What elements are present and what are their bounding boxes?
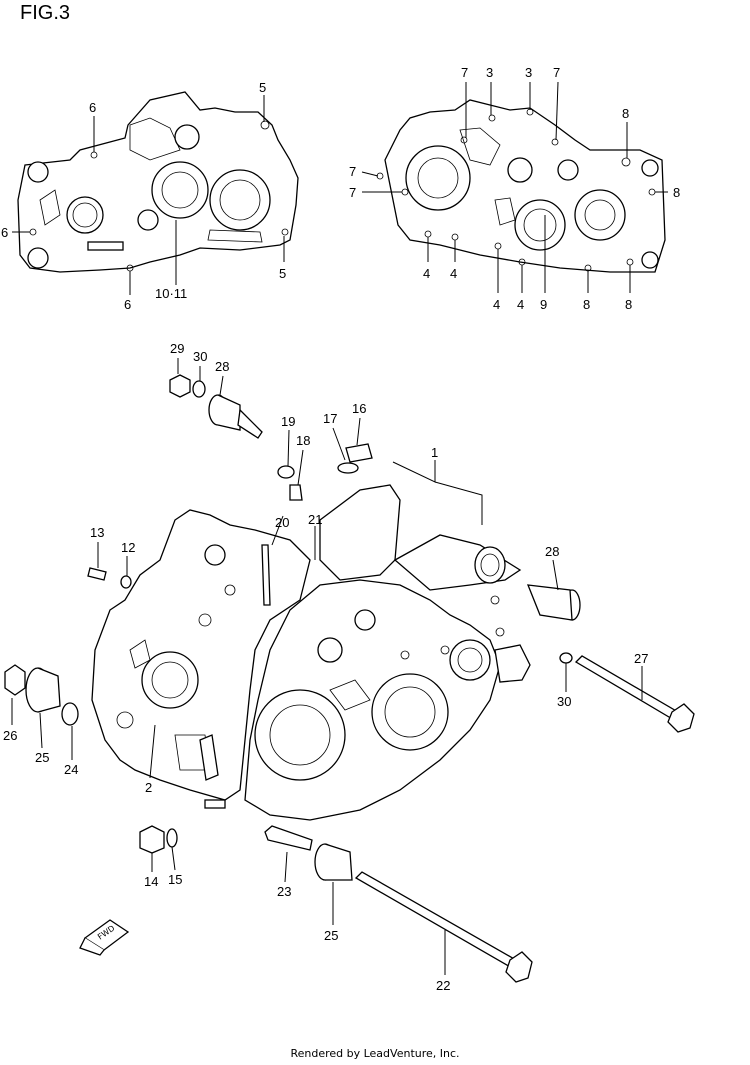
callout-label: 19: [281, 414, 295, 429]
part-19-washer: [277, 465, 295, 479]
callout-label: 4: [517, 297, 524, 312]
callout-label: 29: [170, 341, 184, 356]
callout-label: 7: [349, 185, 356, 200]
part-30-washer-top: [192, 380, 206, 398]
part-24-seal: [61, 702, 79, 726]
callout-label: 3: [486, 65, 493, 80]
figure-title: FIG.3: [20, 2, 71, 24]
left-crankcase-outer-view: [17, 91, 299, 273]
right-crankcase-outer-view: [376, 99, 666, 273]
part-14-drain-bolt: [139, 825, 165, 854]
part-17-gasket: [337, 462, 359, 474]
callout-label: 6: [89, 100, 96, 115]
callout-label: 21: [308, 512, 322, 527]
part-25-bearing-left: [25, 667, 61, 713]
part-27-bolt: [574, 655, 695, 733]
callout-label: 8: [583, 297, 590, 312]
callout-label: 14: [144, 874, 158, 889]
callout-label: 2: [145, 780, 152, 795]
callout-label: 30: [557, 694, 571, 709]
callout-label: 18: [296, 433, 310, 448]
callout-label: 22: [436, 978, 450, 993]
callout-label: 7: [461, 65, 468, 80]
callout-label: 1: [431, 445, 438, 460]
callout-label: 13: [90, 525, 104, 540]
callout-label: 3: [525, 65, 532, 80]
callout-label: 10·11: [155, 286, 187, 301]
callout-label: 5: [279, 266, 286, 281]
callout-label: 28: [545, 544, 559, 559]
callout-label: 23: [277, 884, 291, 899]
fwd-arrow-icon: FWD: [79, 919, 130, 956]
callout-label: 9: [540, 297, 547, 312]
callout-label: 7: [553, 65, 560, 80]
callout-label: 6: [124, 297, 131, 312]
part-28-bearing-right: [526, 584, 581, 621]
callout-label: 6: [1, 225, 8, 240]
part-25-bearing-bottom: [314, 843, 353, 881]
callout-label: 12: [121, 540, 135, 555]
callout-label: 15: [168, 872, 182, 887]
callout-label: 8: [673, 185, 680, 200]
callout-label: 8: [625, 297, 632, 312]
callout-label: 7: [349, 164, 356, 179]
callout-label: 28: [215, 359, 229, 374]
callout-label: 8: [622, 106, 629, 121]
callout-label: 20: [275, 515, 289, 530]
callout-label: 16: [352, 401, 366, 416]
part-26-cap: [4, 664, 26, 696]
part-12-o-ring: [120, 575, 132, 589]
callout-label: 25: [324, 928, 338, 943]
part-28-bearing-top: [208, 394, 263, 439]
crankcase-assembly: [91, 484, 531, 821]
callout-label: 17: [323, 411, 337, 426]
part-16-plug: [345, 443, 373, 463]
callout-label: 4: [493, 297, 500, 312]
part-29-nut: [169, 374, 191, 398]
callout-label: 27: [634, 651, 648, 666]
part-22-long-bolt: [354, 871, 533, 983]
callout-label: 25: [35, 750, 49, 765]
part-13-pin: [87, 567, 107, 581]
callout-label: 26: [3, 728, 17, 743]
part-18-bolt: [289, 484, 303, 501]
callout-label: 4: [423, 266, 430, 281]
callout-label: 5: [259, 80, 266, 95]
part-23-collar: [264, 825, 313, 851]
part-15-washer: [166, 828, 178, 848]
part-30-washer-right: [559, 652, 573, 664]
callout-label: 24: [64, 762, 78, 777]
callout-label: 30: [193, 349, 207, 364]
callout-labels: 6 5 6 5 6 10·11 7 3 3 7 8 7 7 8 4 4 4 4 …: [1, 65, 680, 993]
footer-credit: Rendered by LeadVenture, Inc.: [290, 1047, 460, 1060]
callout-label: 4: [450, 266, 457, 281]
